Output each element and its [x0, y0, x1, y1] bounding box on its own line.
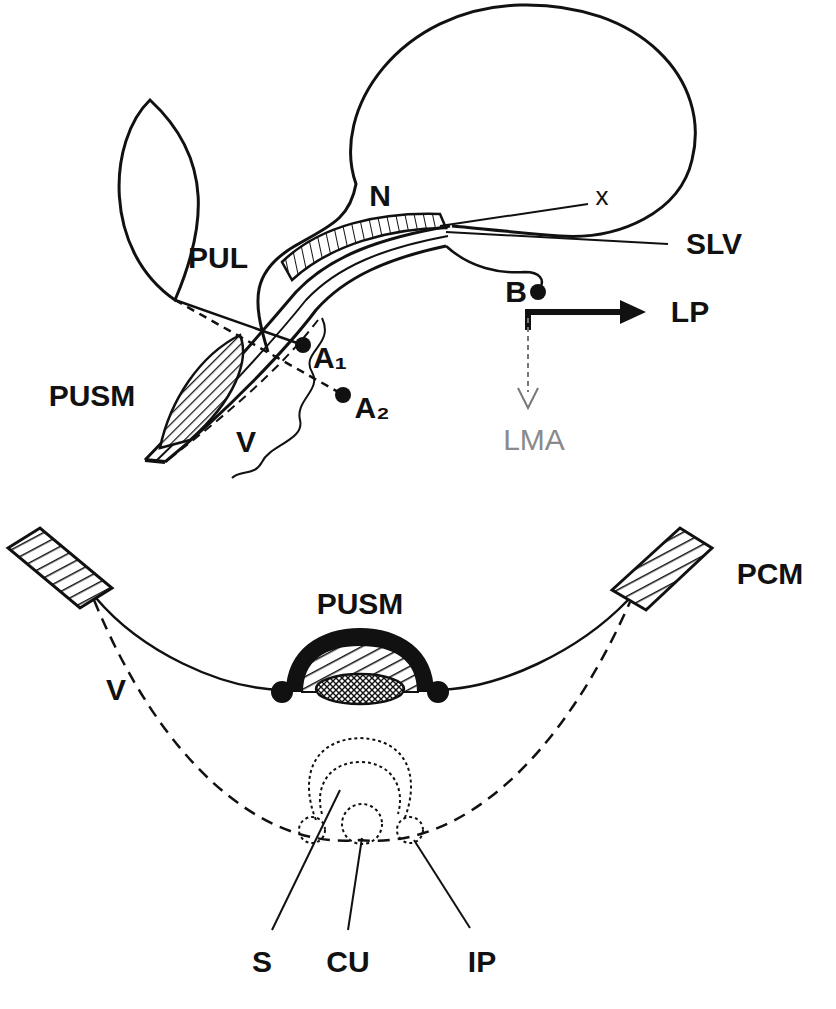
part-label: CU	[326, 947, 369, 977]
leader-line	[414, 840, 470, 928]
arrow-head	[518, 388, 538, 408]
anchor-point	[271, 681, 293, 703]
vaginal-wall	[232, 318, 325, 478]
organ-label: V	[106, 675, 126, 705]
anchor-point	[427, 681, 449, 703]
anchor-point	[335, 387, 351, 403]
pubic-bone	[119, 100, 198, 300]
anchor-point	[530, 284, 546, 300]
pubourethral-muscle	[160, 335, 243, 448]
arrow-head	[620, 300, 646, 324]
axis-label: SLV	[686, 229, 742, 259]
anchor-point	[295, 337, 311, 353]
vaginal-wall-dashed	[94, 600, 630, 841]
leader-line	[348, 838, 362, 930]
bladder-outline	[258, 5, 695, 352]
point-label: A₁	[313, 343, 347, 373]
leader-line	[272, 790, 340, 930]
pubourethral-ligament	[175, 300, 300, 344]
urethra-wall	[145, 226, 450, 460]
urethra-layer	[155, 236, 448, 462]
part-label: IP	[468, 947, 496, 977]
force-label: LMA	[503, 425, 565, 455]
dotted-structure	[397, 817, 423, 843]
urethra-wall	[165, 246, 446, 462]
part-label: S	[252, 947, 272, 977]
force-label: LP	[671, 297, 709, 327]
muscle-label: PUSM	[317, 589, 404, 619]
ligament-label: PUL	[188, 243, 248, 273]
point-label: B	[505, 277, 527, 307]
hook-line	[446, 246, 542, 288]
urethra-meatus	[145, 460, 165, 462]
muscle-label: PUSM	[49, 381, 136, 411]
muscle-label: PCM	[737, 559, 804, 589]
force-arrow	[528, 312, 622, 330]
axis-line	[440, 204, 588, 226]
organ-label: V	[236, 427, 256, 457]
point-label: A₂	[355, 393, 390, 423]
sling-line	[434, 600, 628, 690]
urethra-section	[316, 674, 404, 704]
force-arrow-dashed	[527, 318, 529, 392]
organ-label: N	[369, 181, 391, 211]
axis-label: x	[596, 183, 609, 209]
dotted-structure	[309, 738, 411, 820]
axis-line	[446, 232, 668, 244]
